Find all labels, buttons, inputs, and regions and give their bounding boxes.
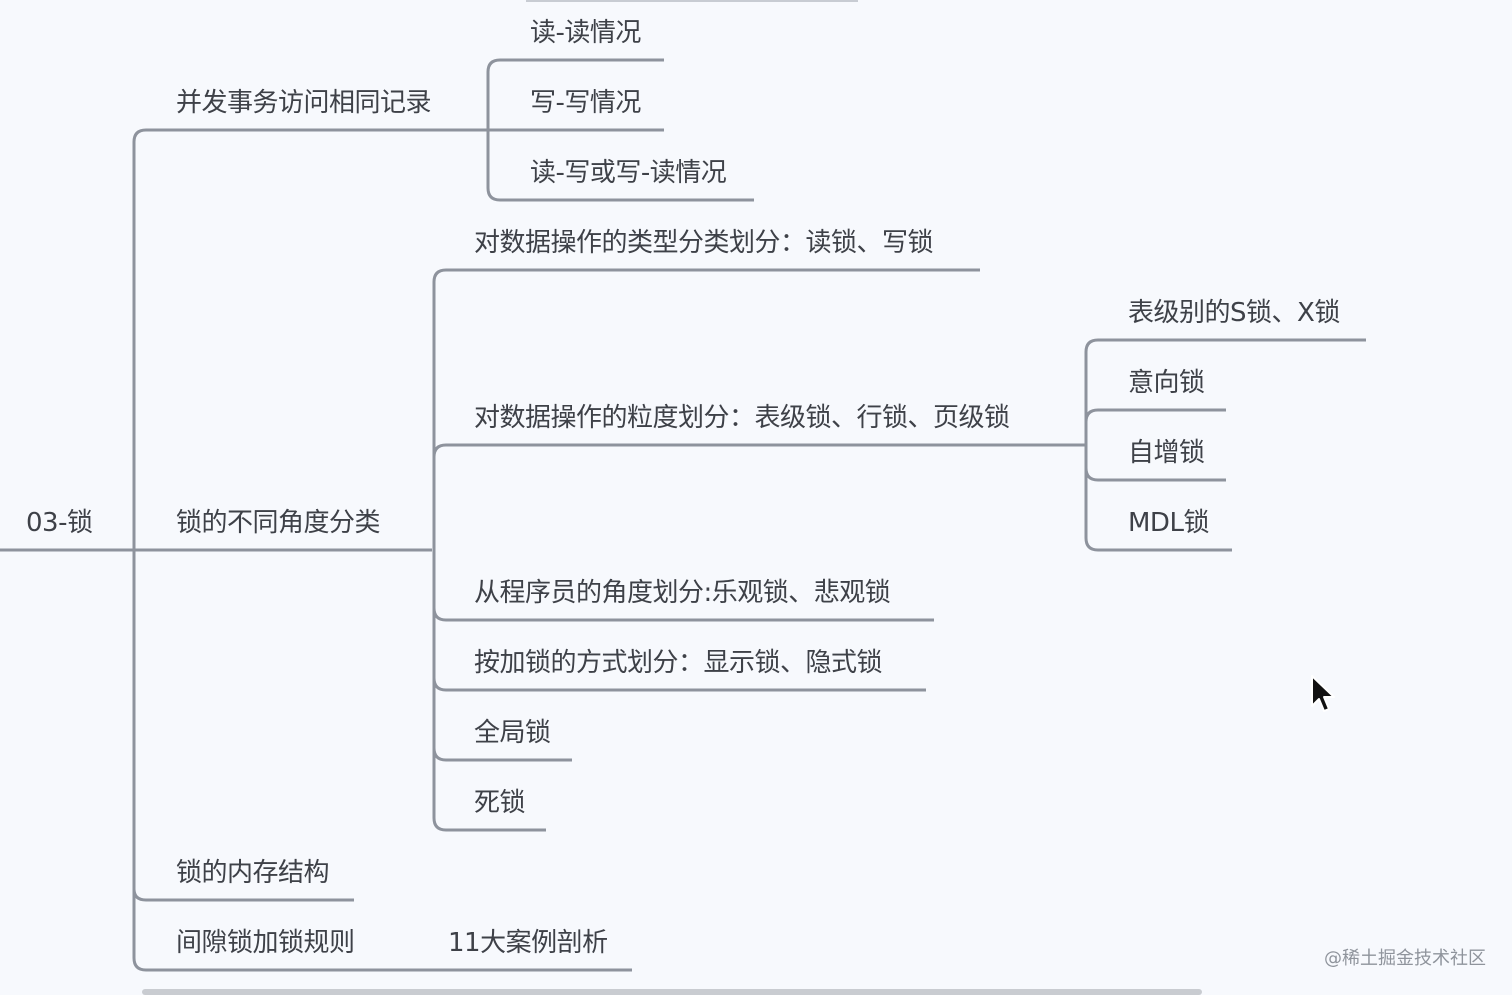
node-mdl-lock[interactable]: MDL锁 [1128,508,1209,538]
root-node[interactable]: 03-锁 [26,508,93,538]
top-divider [526,0,858,2]
node-auto-inc-lock[interactable]: 自增锁 [1128,438,1205,468]
node-eleven-cases[interactable]: 11大案例剖析 [448,928,608,958]
node-by-granularity[interactable]: 对数据操作的粒度划分：表级锁、行锁、页级锁 [474,403,1010,433]
node-table-s-x-lock[interactable]: 表级别的S锁、X锁 [1128,298,1340,328]
node-by-programmer-view[interactable]: 从程序员的角度划分:乐观锁、悲观锁 [474,578,891,608]
node-read-read[interactable]: 读-读情况 [530,18,641,48]
node-intention-lock[interactable]: 意向锁 [1128,368,1205,398]
node-write-write[interactable]: 写-写情况 [530,88,641,118]
horizontal-scrollbar[interactable] [142,989,1202,995]
mouse-pointer-icon [1311,675,1335,712]
watermark: @稀土掘金技术社区 [1324,948,1486,969]
node-global-lock[interactable]: 全局锁 [474,718,551,748]
node-read-write[interactable]: 读-写或写-读情况 [530,158,727,188]
node-deadlock[interactable]: 死锁 [474,788,526,818]
node-gap-lock-rules[interactable]: 间隙锁加锁规则 [176,928,355,958]
node-by-operation-type[interactable]: 对数据操作的类型分类划分：读锁、写锁 [474,228,934,258]
node-concurrent-access[interactable]: 并发事务访问相同记录 [176,88,432,118]
node-by-lock-method[interactable]: 按加锁的方式划分：显示锁、隐式锁 [474,648,883,678]
node-lock-classification[interactable]: 锁的不同角度分类 [176,508,381,538]
node-lock-memory-structure[interactable]: 锁的内存结构 [176,858,330,888]
